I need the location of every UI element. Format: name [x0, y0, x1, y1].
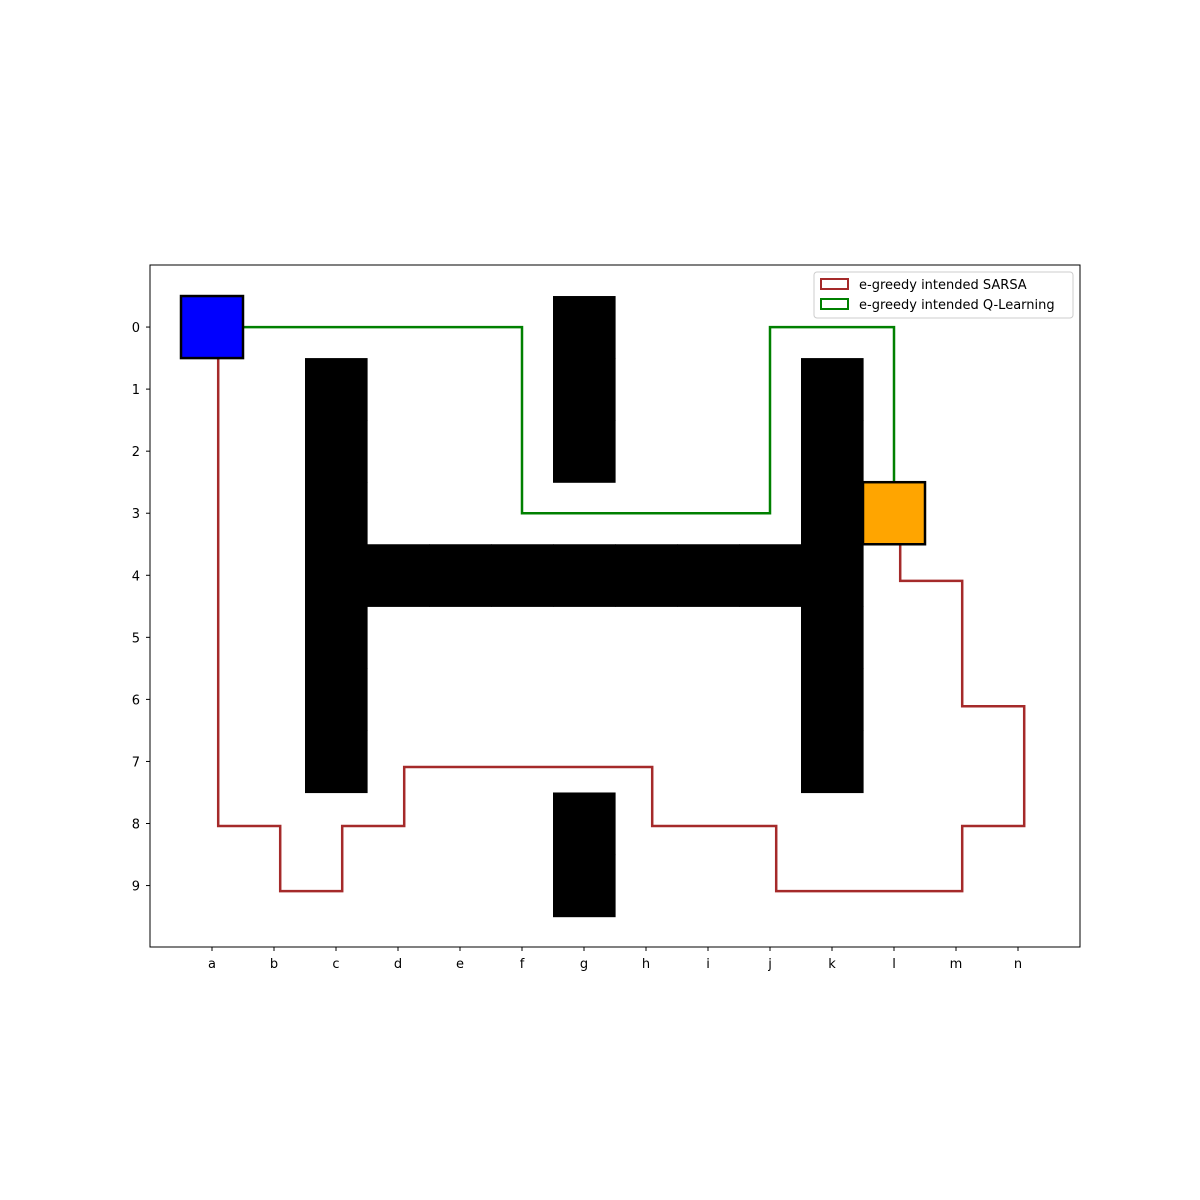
wall-cell [305, 544, 368, 607]
legend-swatch-q-learning [820, 298, 849, 310]
axes-frame [149, 264, 1081, 948]
y-tick-label: 3 [132, 507, 140, 522]
wall-cell [801, 668, 864, 732]
x-tick-label: l [892, 957, 896, 972]
wall-cell [553, 792, 616, 856]
y-tick-label: 6 [132, 693, 140, 708]
legend-box [813, 271, 1074, 319]
y-tick-label: 4 [132, 569, 140, 584]
y-tick-label: 8 [132, 818, 140, 833]
wall-cell [305, 482, 368, 545]
wall-cell [553, 358, 616, 421]
x-tick-label: b [270, 957, 278, 972]
wall-cell [615, 544, 678, 607]
x-tick-label: k [828, 957, 836, 972]
legend-label-q-learning: e-greedy intended Q-Learning [859, 298, 1055, 313]
wall-cell [305, 358, 368, 421]
wall-cell [677, 544, 740, 607]
wall-cell [305, 420, 368, 483]
wall-cell [739, 544, 802, 607]
goal-cell-marker [861, 480, 927, 546]
wall-cell [801, 482, 864, 545]
y-tick-label: 1 [132, 383, 140, 398]
wall-cell [801, 544, 864, 607]
wall-cell [553, 544, 616, 607]
legend-swatch-sarsa [820, 278, 849, 290]
wall-cell [801, 730, 864, 794]
legend-label-sarsa: e-greedy intended SARSA [859, 278, 1027, 293]
y-tick-label: 9 [132, 880, 140, 895]
q-learning-path-line [243, 325, 896, 515]
y-tick-label: 5 [132, 631, 140, 646]
walls-layer [305, 296, 864, 918]
x-tick-label: e [456, 957, 464, 972]
wall-cell [491, 544, 554, 607]
markers-layer [179, 294, 927, 546]
start-cell-marker [179, 294, 245, 360]
wall-cell [553, 420, 616, 483]
paths-layer [216, 325, 1026, 893]
wall-cell [801, 420, 864, 483]
wall-cell [801, 358, 864, 421]
x-tick-label: c [332, 957, 339, 972]
x-tick-label: f [520, 957, 525, 972]
y-tick-label: 0 [132, 321, 140, 336]
x-tick-label: g [580, 957, 588, 972]
wall-cell [553, 296, 616, 359]
wall-cell [305, 606, 368, 669]
y-axis-ticks: 0 1 2 3 4 5 6 7 8 9 [132, 321, 150, 895]
wall-cell [305, 668, 368, 732]
x-tick-label: j [767, 957, 772, 972]
x-tick-label: d [394, 957, 402, 972]
legend: e-greedy intended SARSA e-greedy intende… [813, 271, 1074, 319]
wall-cell [801, 606, 864, 669]
sarsa-path-line [216, 327, 1026, 893]
y-tick-label: 7 [132, 755, 140, 770]
wall-cell [305, 730, 368, 794]
x-tick-label: i [706, 957, 710, 972]
x-tick-label: m [950, 957, 963, 972]
wall-cell [429, 544, 492, 607]
x-tick-label: h [642, 957, 650, 972]
wall-cell [367, 544, 430, 607]
x-tick-label: a [208, 957, 216, 972]
x-tick-label: n [1014, 957, 1022, 972]
y-tick-label: 2 [132, 445, 140, 460]
wall-cell [553, 854, 616, 918]
x-axis-ticks: a b c d e f g h i j k l m n [208, 947, 1022, 972]
